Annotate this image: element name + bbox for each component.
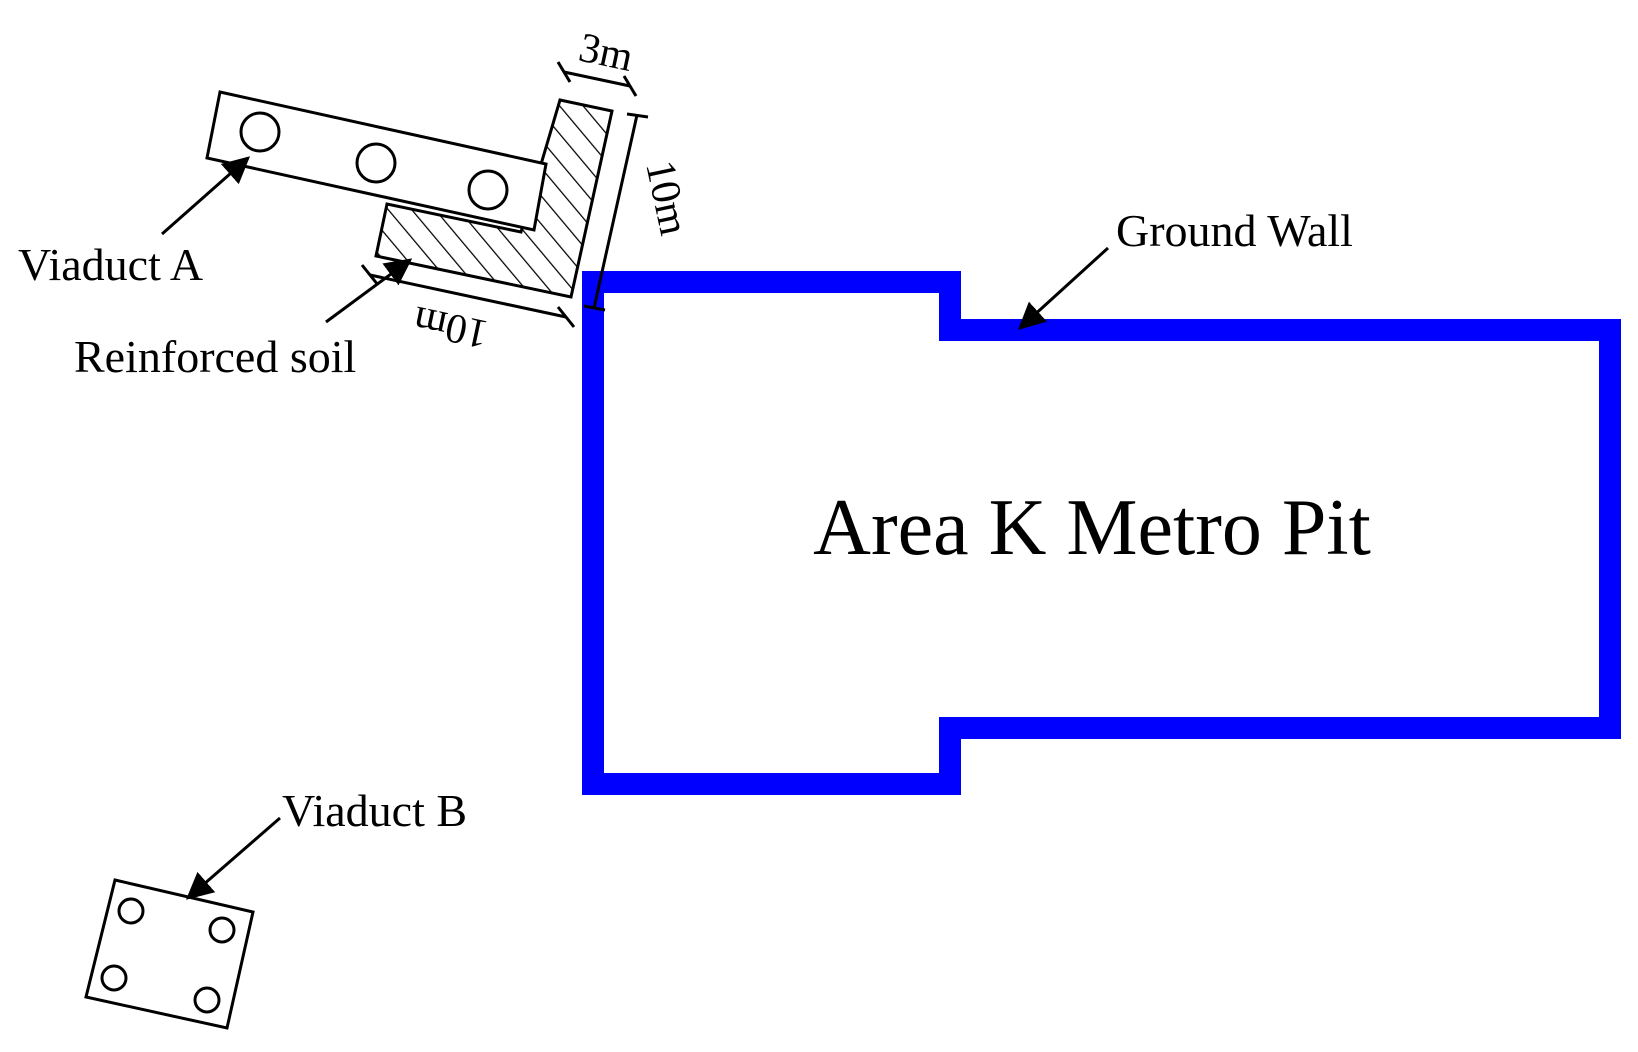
pit-label: Area K Metro Pit xyxy=(813,484,1371,572)
dim-10m-bottom-label: 10m xyxy=(409,297,492,358)
dim-3m-label: 3m xyxy=(575,25,637,81)
ground-wall-arrow xyxy=(1018,246,1110,330)
dim-10m-right-label: 10m xyxy=(636,157,697,240)
viaduct-b-arrow xyxy=(185,816,281,900)
reinforced-soil-arrow xyxy=(325,258,413,324)
ground-wall-outline xyxy=(582,271,1621,795)
dimension-10m-right xyxy=(583,112,649,312)
viaduct-a-arrow xyxy=(161,156,251,236)
reinforced-soil-shape xyxy=(374,98,614,299)
reinforced-soil-label: Reinforced soil xyxy=(74,331,356,382)
viaduct-b-label: Viaduct B xyxy=(282,785,467,836)
dimension-3m xyxy=(556,61,638,97)
viaduct-b-shape xyxy=(84,878,255,1030)
ground-wall-label: Ground Wall xyxy=(1116,205,1353,256)
viaduct-a-label: Viaduct A xyxy=(18,239,203,290)
viaduct-a-shape xyxy=(205,90,548,232)
